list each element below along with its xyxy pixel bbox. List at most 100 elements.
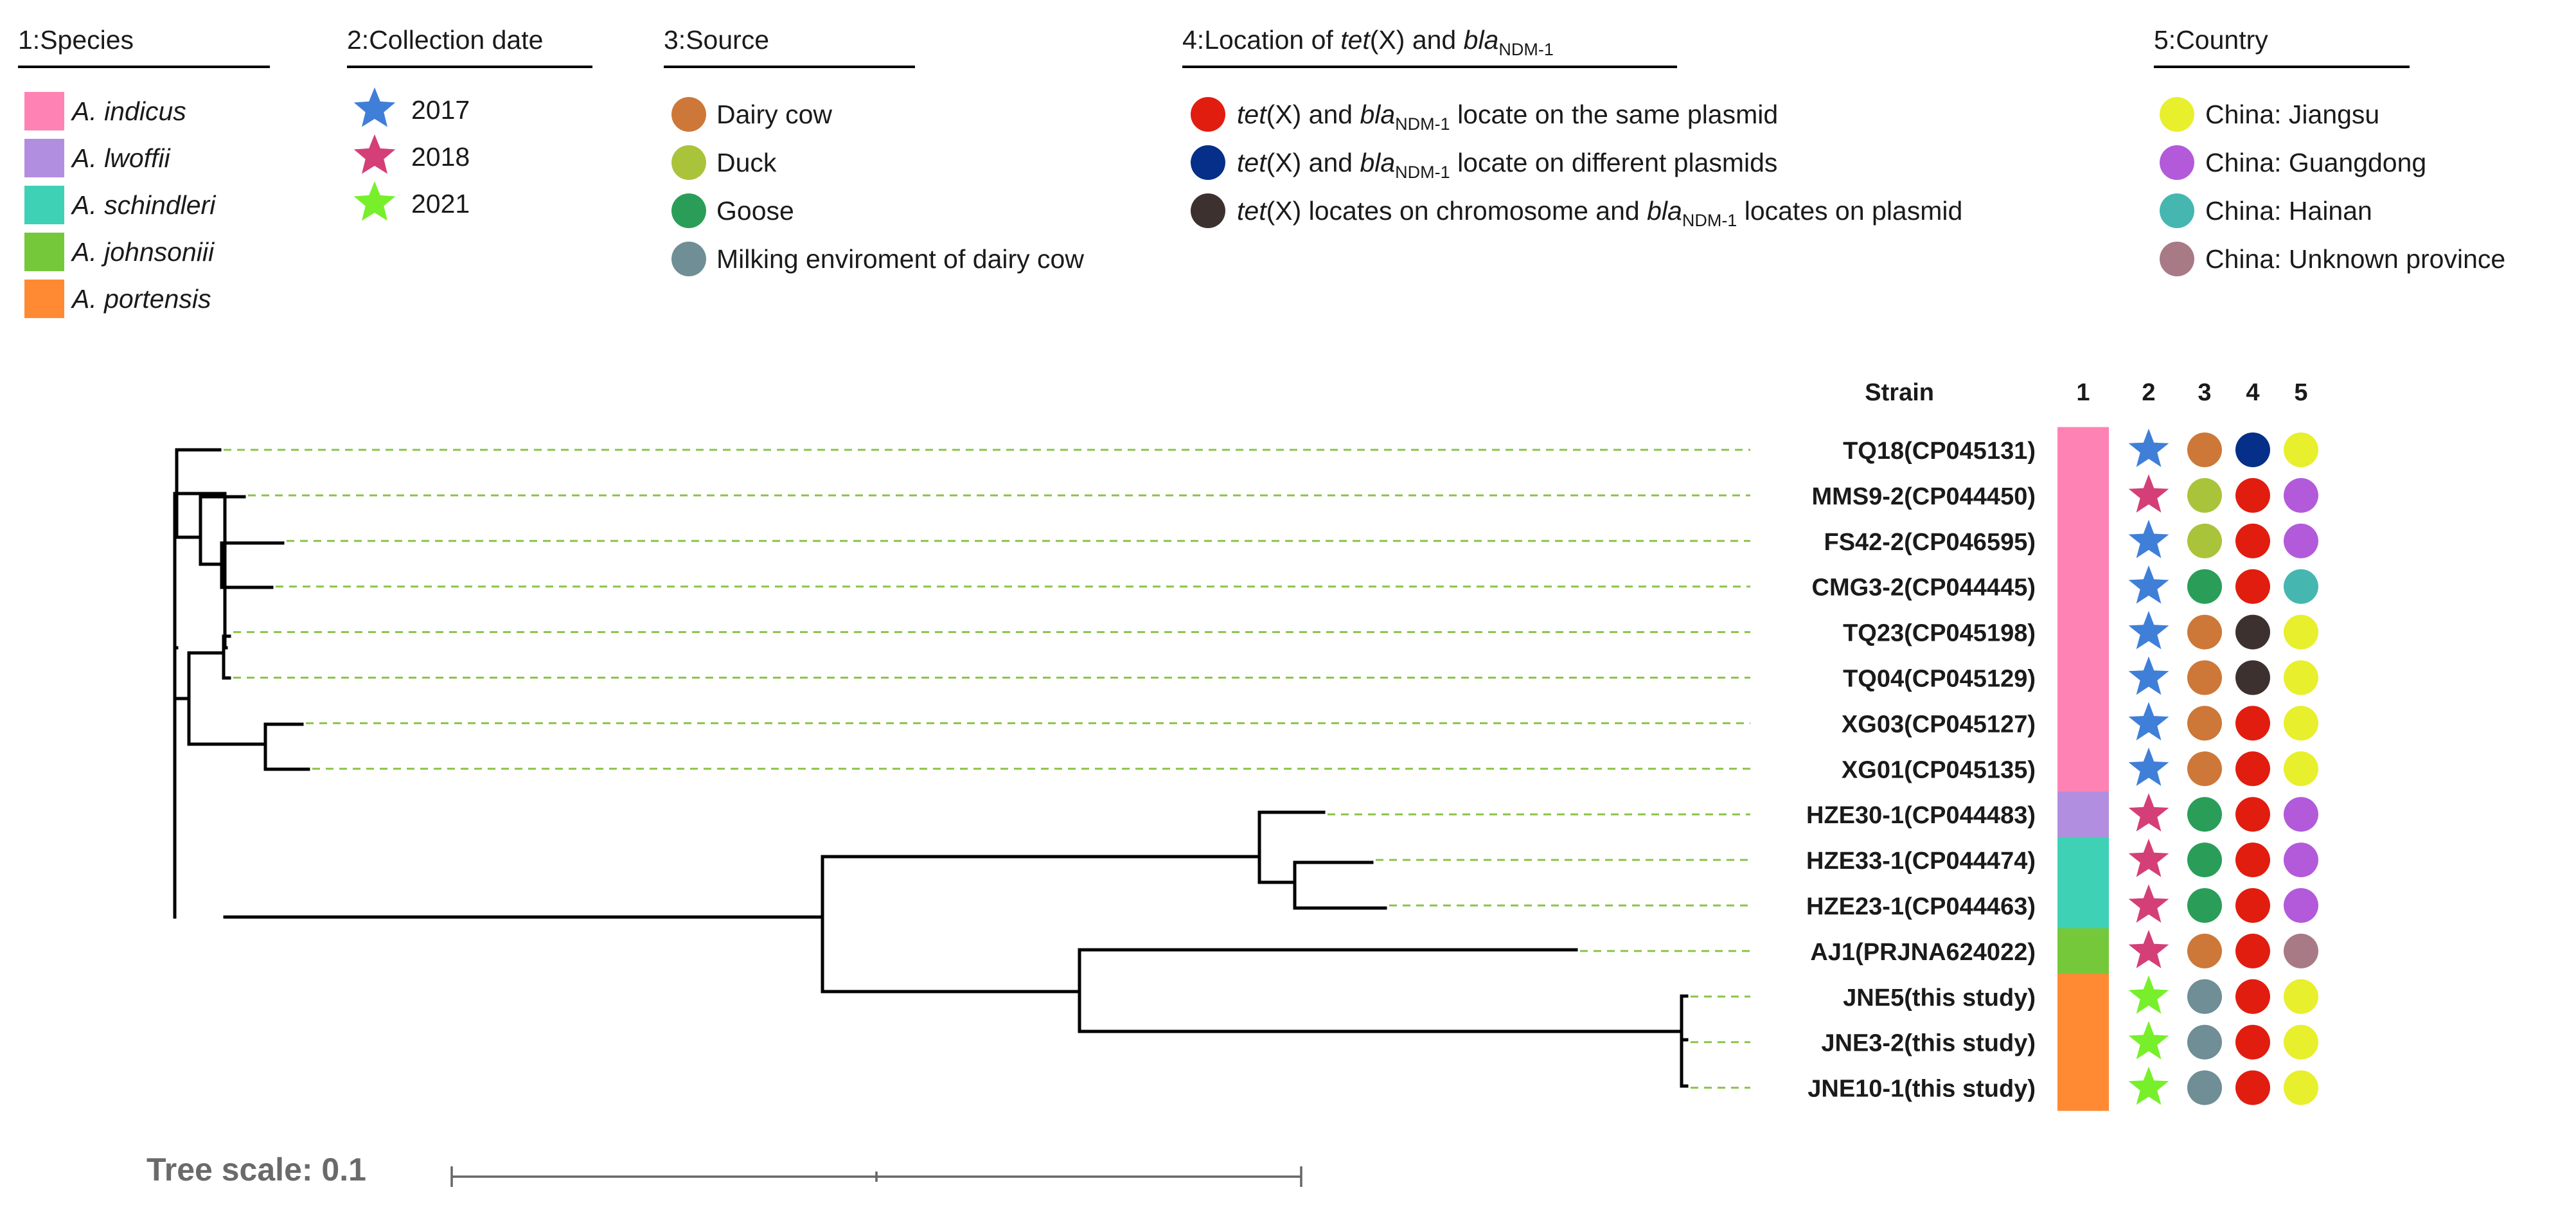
legend-country-label: China: Jiangsu — [2205, 100, 2379, 129]
collection-date-star-icon — [2128, 565, 2169, 604]
column-header-5: 5 — [2294, 379, 2307, 406]
legend-location-tail-text: locates on plasmid — [1737, 196, 1962, 226]
legend-source-dot-milking-enviroment-of-dairy-cow — [671, 242, 706, 276]
legend-source-label: Duck — [716, 148, 777, 177]
species-strip-cell — [2057, 791, 2109, 838]
location-dot — [2235, 614, 2270, 650]
source-dot — [2187, 660, 2222, 695]
legend-location-tail-text: locate on the same plasmid — [1450, 100, 1779, 129]
legend-location-tet: tet — [1237, 196, 1267, 226]
tree-scale-bar — [450, 1166, 1302, 1187]
collection-date-star-icon — [2128, 929, 2169, 968]
strain-row: CMG3-2(CP044445) — [1812, 564, 2318, 610]
species-strip-cell — [2057, 1019, 2109, 1065]
location-dot — [2235, 660, 2270, 695]
strain-row: JNE10-1(this study) — [1808, 1065, 2318, 1111]
column-header-4: 4 — [2246, 379, 2259, 406]
legend-species-label: A. lwoffii — [70, 143, 172, 173]
branch-fs-cmg — [220, 541, 285, 589]
legend-location-tet-x: (X) — [1266, 196, 1302, 226]
legend-date: 2:Collection date 2017 2018 2021 — [347, 25, 592, 221]
legend-date-star-icon-2017 — [353, 87, 396, 127]
branch-mms-fs-cmg — [199, 535, 224, 566]
collection-date-star-icon — [2128, 975, 2169, 1014]
collection-date-star-icon — [2128, 839, 2169, 877]
location-dot — [2235, 888, 2270, 923]
legend-location-tet-x: (X) — [1266, 148, 1302, 177]
branch-xg — [187, 722, 310, 771]
legend-source-label: Milking enviroment of dairy cow — [716, 244, 1084, 274]
legend-species-swatch-a-lwoffii — [24, 139, 64, 177]
country-dot — [2284, 523, 2318, 558]
legend-location-ndm-sub: NDM-1 — [1395, 114, 1450, 134]
branch-tq23-tq04 — [187, 634, 231, 680]
legend-date-label: 2018 — [411, 142, 470, 172]
country-dot — [2284, 432, 2318, 467]
branch-lwoffii-schindleri — [1257, 810, 1387, 910]
legend-species-label: A. portensis — [70, 284, 211, 314]
collection-date-star-icon — [2128, 793, 2169, 832]
country-dot — [2284, 842, 2318, 878]
country-dot — [2284, 888, 2318, 923]
legend-location-tail-text: locate on different plasmids — [1450, 148, 1778, 177]
source-dot — [2187, 842, 2222, 878]
legend-date-label: 2017 — [411, 95, 470, 125]
branch-tq18-tip — [175, 448, 222, 539]
column-header-1: 1 — [2076, 379, 2090, 406]
location-dot — [2235, 706, 2270, 741]
legend-country-dot-china-jiangsu — [2160, 97, 2194, 132]
legend-location-label: tet(X) and blaNDM-1 locate on the same p… — [1237, 100, 1778, 134]
location-dot — [2235, 432, 2270, 467]
strain-row: XG01(CP045135) — [1842, 745, 2318, 792]
legend-location-items: tet(X) and blaNDM-1 locate on the same p… — [1191, 97, 1962, 230]
strain-label: TQ18(CP045131) — [1843, 438, 2036, 465]
strain-label: XG01(CP045135) — [1842, 756, 2036, 783]
legend-species-label: A. indicus — [70, 96, 186, 126]
legend-location-tet: tet — [1237, 148, 1267, 177]
legend-location-dot-same — [1191, 97, 1225, 132]
legend-date-star-icon-2021 — [353, 181, 396, 221]
collection-date-star-icon — [2128, 474, 2169, 513]
branch-upper-group — [175, 495, 246, 539]
location-dot — [2235, 933, 2270, 968]
species-strip-cell — [2057, 745, 2109, 792]
source-dot — [2187, 751, 2222, 787]
location-dot — [2235, 1070, 2270, 1105]
strain-label: CMG3-2(CP044445) — [1812, 575, 2036, 602]
source-dot — [2187, 888, 2222, 923]
collection-date-star-icon — [2128, 1066, 2169, 1105]
branch-other-species — [223, 855, 1261, 919]
legend-location: 4:Location of tet(X) and blaNDM-1 tet(X)… — [1182, 25, 1962, 230]
strain-row: MMS9-2(CP044450) — [1812, 472, 2318, 519]
legend-location-title-tet-x: (X) — [1370, 25, 1405, 55]
source-dot — [2187, 432, 2222, 467]
strain-label: TQ23(CP045198) — [1843, 620, 2036, 647]
legend-species-title: 1:Species — [18, 25, 134, 55]
strain-row: HZE33-1(CP044474) — [1806, 837, 2318, 884]
legend-location-and: and — [1301, 100, 1360, 129]
legend-date-title: 2:Collection date — [347, 25, 543, 55]
collection-date-star-icon — [2128, 656, 2169, 695]
country-dot — [2284, 1070, 2318, 1105]
country-dot — [2284, 797, 2318, 832]
location-dot — [2235, 979, 2270, 1014]
strain-row: TQ18(CP045131) — [1843, 427, 2318, 474]
legend-location-bla: bla — [1647, 196, 1682, 226]
legend-date-label: 2021 — [411, 189, 470, 218]
strain-rows: TQ18(CP045131)MMS9-2(CP044450)FS42-2(CP0… — [1806, 427, 2318, 1111]
species-strip-cell — [2057, 928, 2109, 974]
source-dot — [2187, 933, 2222, 968]
location-dot — [2235, 523, 2270, 558]
legend-country-dot-china-guangdong — [2160, 145, 2194, 180]
source-dot — [2187, 569, 2222, 604]
legend-source-label: Dairy cow — [716, 100, 832, 129]
legend-location-and: and — [1301, 148, 1360, 177]
legend-location-bla: bla — [1360, 100, 1395, 129]
location-dot — [2235, 751, 2270, 787]
strain-label: HZE30-1(CP044483) — [1806, 802, 2036, 829]
strain-row: HZE30-1(CP044483) — [1806, 791, 2318, 838]
legend-species-label: A. johnsoniii — [70, 237, 215, 267]
